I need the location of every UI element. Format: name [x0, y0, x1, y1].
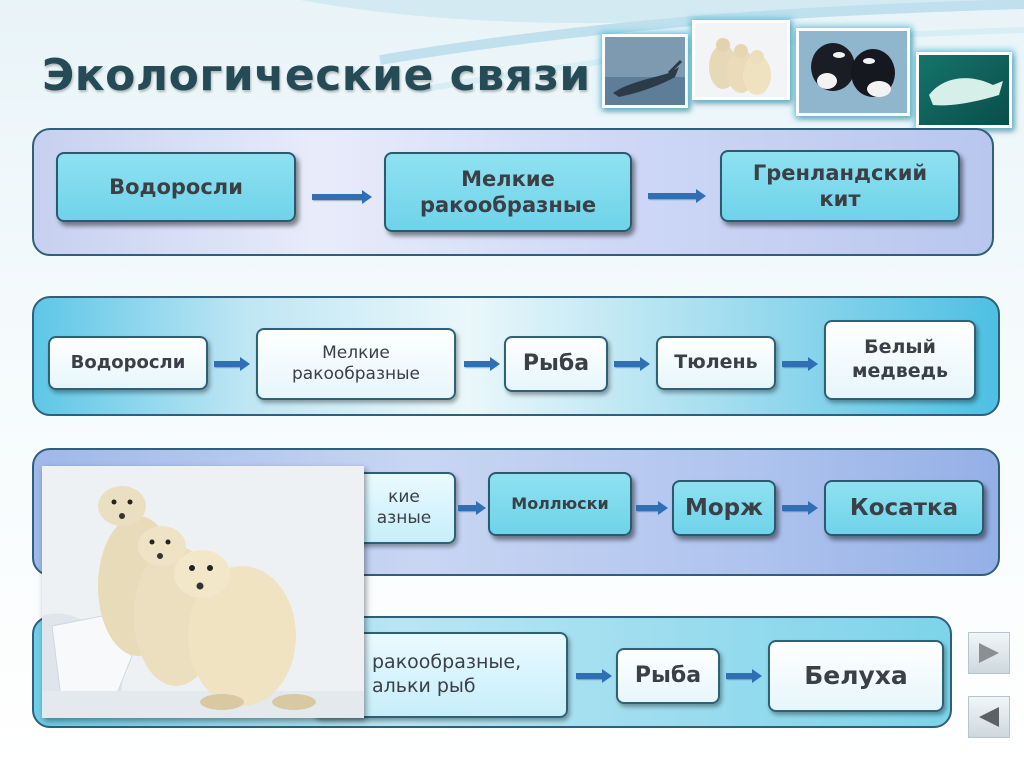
chain1-algae: Водоросли: [56, 152, 296, 222]
arrow-icon: [782, 357, 818, 371]
chain2-crustaceans: Мелкие ракообразные: [256, 328, 456, 400]
chain4-crustaceans-line2: альки рыб: [372, 675, 476, 697]
polar-bears-large-photo: [42, 466, 364, 718]
chain4-crustaceans-line1: ракообразные,: [372, 651, 522, 674]
arrow-icon: [464, 357, 500, 371]
chain1-bowhead-whale: Гренландский кит: [720, 150, 960, 222]
chain4-fish: Рыба: [616, 648, 720, 704]
chain2-polar-bear: Белый медведь: [824, 320, 976, 400]
page-title: Экологические связи: [42, 50, 591, 101]
chain2-fish: Рыба: [504, 336, 608, 392]
arrow-icon: [636, 501, 668, 515]
arrow-icon: [458, 501, 486, 515]
arrow-icon: [214, 357, 250, 371]
chain3-crustaceans-line1: кие: [388, 486, 420, 507]
arrow-icon: [614, 357, 650, 371]
chain2-algae: Водоросли: [48, 336, 208, 390]
chain3-crustaceans-line2: азные: [376, 508, 432, 528]
whale-photo: [602, 34, 688, 108]
triangle-left-icon: [979, 707, 999, 727]
arrow-icon: [576, 669, 612, 683]
next-slide-button[interactable]: [968, 632, 1010, 674]
chain2-seal: Тюлень: [656, 336, 776, 390]
chain1-crustaceans: Мелкие ракообразные: [384, 152, 632, 232]
arrow-icon: [648, 189, 706, 203]
arrow-icon: [312, 190, 372, 204]
arrow-icon: [726, 669, 762, 683]
chain3-walrus: Морж: [672, 480, 776, 536]
arrow-icon: [782, 501, 818, 515]
chain3-orca: Косатка: [824, 480, 984, 536]
beluga-photo: [916, 52, 1012, 128]
chain3-mollusks: Моллюски: [488, 472, 632, 536]
chain4-beluga: Белуха: [768, 640, 944, 712]
orcas-photo: [796, 28, 910, 116]
triangle-right-icon: [979, 643, 999, 663]
polar-bears-photo: [692, 20, 790, 100]
previous-slide-button[interactable]: [968, 696, 1010, 738]
